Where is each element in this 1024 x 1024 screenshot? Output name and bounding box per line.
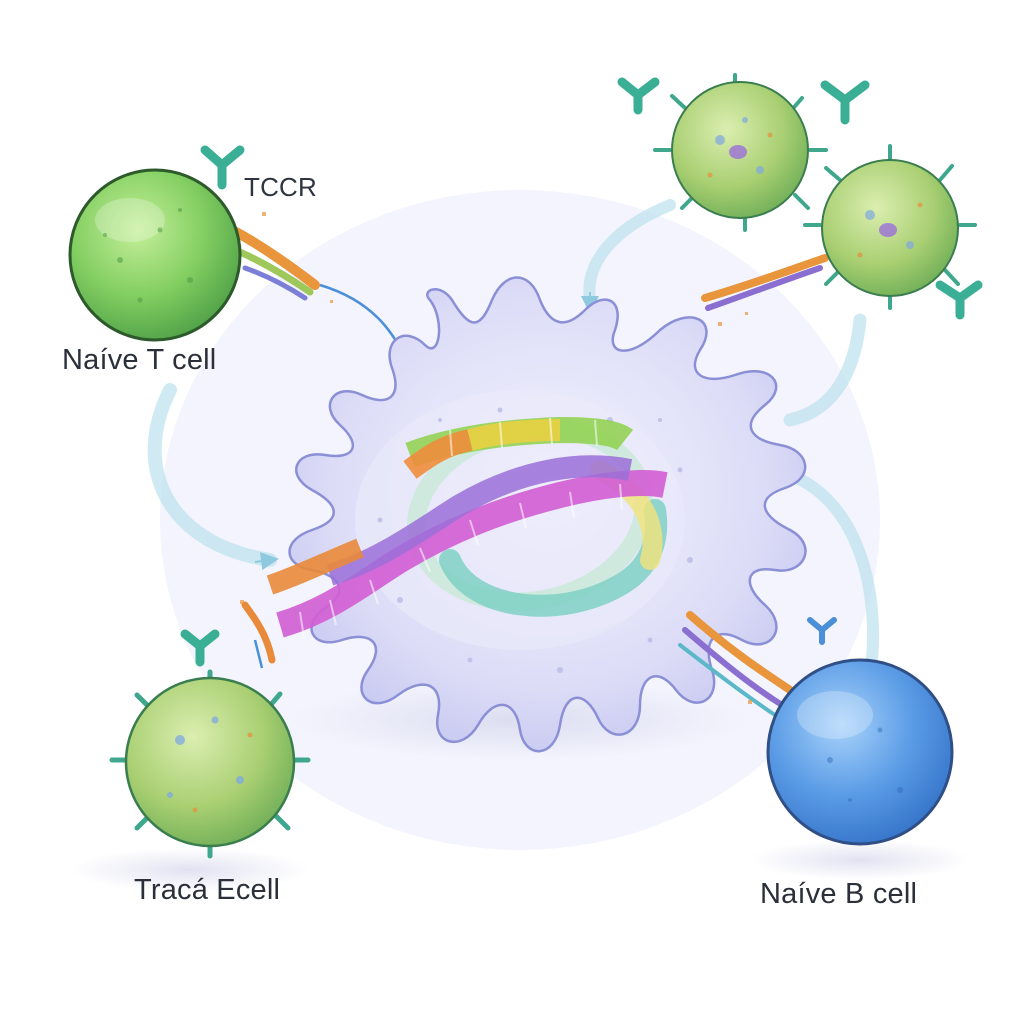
arrow-virus-to-dc — [583, 199, 676, 306]
tcr-antibody-icon — [200, 145, 245, 190]
arrow-head-t-to-dc — [254, 552, 279, 571]
trac-cell — [109, 669, 311, 859]
naive-t-cell — [68, 168, 242, 342]
b-cell-connector — [678, 611, 794, 717]
antigen-ribbons — [266, 416, 668, 639]
b-cell-antibody-icon — [807, 617, 837, 645]
naive-b-cell-label: Naíve B cell — [760, 878, 918, 910]
tcr-label: TCCR — [244, 172, 318, 202]
trac-cell-label: Tracá Ecell — [134, 874, 281, 906]
virus-particle-2 — [803, 144, 977, 310]
trac-cell-connector — [241, 601, 276, 669]
virus-connector — [701, 254, 829, 311]
antibody-icon — [820, 80, 870, 125]
trac-cell-shadow — [70, 848, 310, 892]
arrow-t-to-dc — [147, 383, 277, 567]
antibody-icon — [180, 629, 220, 667]
antibody-icon — [935, 280, 983, 320]
t-cell-receptor-connector — [231, 227, 320, 301]
antibody-icon — [617, 77, 660, 115]
virus-particle — [653, 73, 828, 232]
naive-b-cell — [766, 658, 954, 846]
arrow-virus2-to-dc — [783, 313, 867, 427]
b-cell-shadow — [750, 840, 970, 880]
naive-t-cell-label: Naíve T cell — [62, 344, 217, 376]
